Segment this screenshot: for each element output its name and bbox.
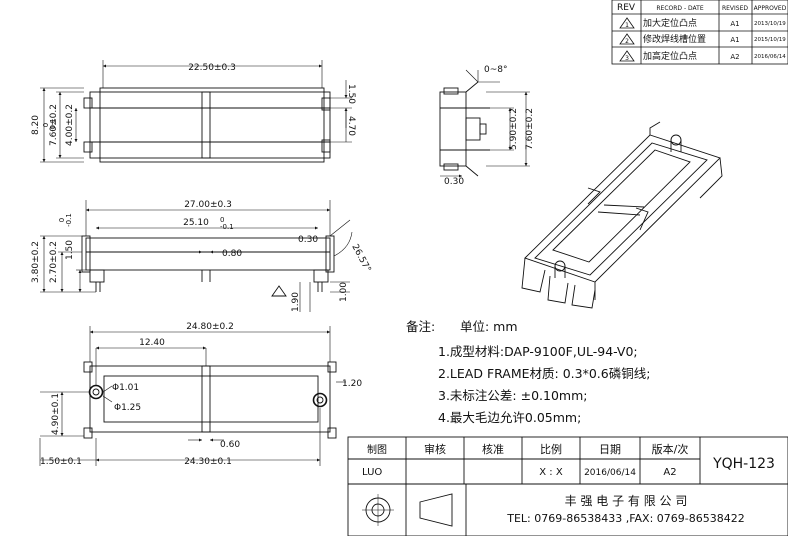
bottom-pitch: 24.30±0.1 bbox=[184, 457, 232, 467]
top-height-outer-tol: 0-0.1 bbox=[42, 118, 57, 132]
front-pin-gap: 0.80 bbox=[222, 249, 242, 259]
side-angle: 0~8° bbox=[484, 65, 508, 75]
top-right-lower: 4.70 bbox=[346, 116, 356, 136]
top-height-inner: 4.00±0.2 bbox=[65, 104, 75, 146]
front-overall: 27.00±0.3 bbox=[184, 200, 232, 210]
front-bottom-b: 1.00 bbox=[339, 282, 349, 302]
front-angle: 26.57° bbox=[349, 243, 372, 274]
version-header: 版本/次 bbox=[652, 442, 689, 456]
side-view-dimensions: 0~8° 7.60±0.2 5.90±0.2 0.30 bbox=[444, 65, 535, 187]
revision-table-text: REV RECORD - DATE REVISED APPROVED 1 加大定… bbox=[617, 3, 787, 62]
revision-3-date: 2016/06/14 bbox=[754, 54, 786, 60]
bottom-hole-a: Φ1.01 bbox=[112, 383, 139, 393]
bottom-view bbox=[39, 326, 346, 466]
bottom-view-dimensions: 24.80±0.2 12.40 Φ1.01 Φ1.25 1.20 4.90±0.… bbox=[40, 322, 362, 467]
top-view bbox=[40, 60, 352, 163]
locating-hole-right bbox=[312, 392, 328, 408]
note-4: 4.最大毛边允许0.05mm; bbox=[438, 410, 581, 425]
front-left-h2: 2.70±0.2 bbox=[49, 241, 59, 283]
part-number: YQH-123 bbox=[712, 456, 775, 472]
title-block-text: 制图 审核 核准 比例 日期 版本/次 LUO X : X 2016/06/14… bbox=[362, 442, 775, 525]
bottom-half: 12.40 bbox=[139, 338, 165, 348]
bottom-left-offset: 1.50±0.1 bbox=[40, 457, 82, 467]
approved-header: APPROVED bbox=[754, 5, 787, 12]
note-3: 3.未标注公差: ±0.10mm; bbox=[438, 388, 587, 403]
side-view bbox=[439, 69, 530, 178]
revision-1-mark: 1 bbox=[625, 22, 629, 29]
rev-header: REV bbox=[617, 3, 636, 13]
side-bottom: 0.30 bbox=[444, 177, 464, 187]
drawn-header: 制图 bbox=[367, 443, 387, 456]
title-block bbox=[347, 436, 788, 536]
front-bottom-a: 1.90 bbox=[291, 292, 301, 312]
company-name: 丰 强 电 子 有 限 公 司 bbox=[565, 494, 688, 508]
revision-2-record: 修改焊线槽位置 bbox=[643, 33, 706, 45]
notes-label: 备注: bbox=[406, 319, 435, 334]
top-height-mid: 7.60±0.2 bbox=[49, 104, 59, 146]
top-view-dimensions: 22.50±0.3 8.20 0-0.1 7.60±0.2 4.00±0.2 1… bbox=[31, 63, 356, 146]
record-header: RECORD - DATE bbox=[656, 5, 703, 12]
revision-1-revised: A1 bbox=[730, 20, 739, 28]
revision-3-revised: A2 bbox=[730, 53, 739, 61]
scale-value: X : X bbox=[539, 467, 563, 478]
note-1: 1.成型材料:DAP-9100F,UL-94-V0; bbox=[438, 344, 638, 359]
top-overall-length: 22.50±0.3 bbox=[188, 63, 236, 73]
review-header: 审核 bbox=[424, 442, 446, 456]
front-view bbox=[40, 200, 353, 312]
front-left-h1: 3.80±0.2 bbox=[31, 241, 41, 283]
revision-2-mark: 2 bbox=[625, 38, 629, 45]
revision-3-record: 加高定位凸点 bbox=[643, 50, 697, 62]
date-value: 2016/06/14 bbox=[584, 468, 636, 478]
isometric-view bbox=[521, 121, 723, 309]
projection-cone-icon bbox=[419, 493, 453, 527]
revision-1-icon bbox=[619, 17, 635, 29]
revision-3-icon bbox=[619, 50, 635, 62]
top-height-outer: 8.20 bbox=[31, 115, 41, 135]
scale-header: 比例 bbox=[540, 442, 562, 456]
revision-2-date: 2015/10/19 bbox=[754, 37, 786, 43]
front-left-h3: 1.50 bbox=[65, 240, 75, 260]
bottom-right-offset: 1.20 bbox=[342, 379, 362, 389]
revision-3-mark: 3 bbox=[625, 55, 629, 62]
bottom-height: 4.90±0.1 bbox=[51, 393, 61, 435]
drawn-value: LUO bbox=[362, 467, 382, 478]
side-right-height: 7.60±0.2 bbox=[525, 108, 535, 150]
revision-2-icon bbox=[619, 33, 635, 45]
revision-1-record: 加大定位凸点 bbox=[643, 17, 697, 29]
company-contact: TEL: 0769-86538433 ,FAX: 0769-86538422 bbox=[506, 512, 744, 525]
front-right-offset: 0.30 bbox=[298, 235, 318, 245]
locating-hole-left bbox=[88, 384, 104, 400]
bottom-pin-gap: 0.60 bbox=[220, 440, 240, 450]
note-2: 2.LEAD FRAME材质: 0.3*0.6磷铜线; bbox=[438, 366, 650, 381]
revised-header: REVISED bbox=[722, 5, 748, 12]
top-right-upper: 1.50 bbox=[346, 84, 356, 104]
revision-2-revised: A1 bbox=[730, 36, 739, 44]
approve-header: 核准 bbox=[482, 442, 504, 456]
revision-table bbox=[611, 0, 788, 65]
front-inner: 25.10 bbox=[183, 218, 209, 228]
revision-1-date: 2013/10/19 bbox=[754, 21, 786, 27]
front-inner-tol: 0-0.1 bbox=[220, 216, 234, 231]
front-left-h3-tol: 0-0.1 bbox=[58, 213, 73, 227]
revision-marker-icon bbox=[271, 285, 287, 297]
bottom-overall: 24.80±0.2 bbox=[186, 322, 234, 332]
bottom-hole-b: Φ1.25 bbox=[114, 403, 141, 413]
version-value: A2 bbox=[663, 467, 676, 478]
notes-unit: 单位: mm bbox=[460, 319, 518, 334]
notes: 备注: 单位: mm 1.成型材料:DAP-9100F,UL-94-V0; 2.… bbox=[406, 319, 650, 425]
date-header: 日期 bbox=[599, 443, 621, 456]
side-inner-height: 5.90±0.2 bbox=[509, 108, 519, 150]
